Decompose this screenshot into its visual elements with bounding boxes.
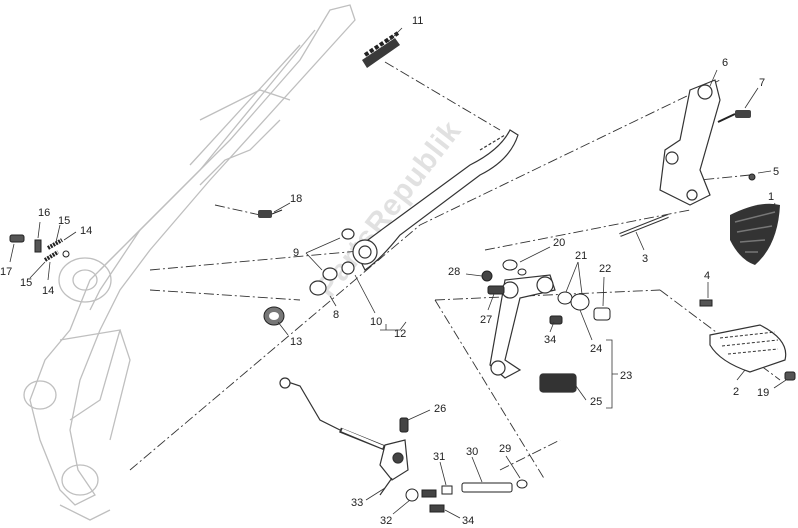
parts-washers: [309, 228, 355, 296]
part-6-footpeg-bracket: [659, 79, 721, 206]
callout-label: 18: [290, 193, 302, 205]
part-13-spacer: [263, 306, 285, 326]
callout-label: 2: [733, 386, 739, 398]
callout-label: 11: [412, 15, 423, 27]
callout-label: 4: [704, 270, 710, 282]
callout-label: 24: [590, 343, 602, 355]
callout-label: 31: [433, 451, 445, 463]
callout-label: 22: [599, 263, 611, 275]
callout-label: 7: [759, 77, 765, 89]
callout-label: 12: [394, 328, 406, 340]
part-2-footpeg: [709, 324, 787, 373]
callout-label: 10: [370, 316, 382, 328]
callout-label: 14: [80, 225, 92, 237]
callout-label: 32: [380, 515, 392, 527]
callout-label: 28: [448, 266, 460, 278]
callout-label: 20: [553, 237, 565, 249]
parts-linkage-hardware: [481, 259, 611, 325]
callout-label: 16: [38, 207, 50, 219]
callout-label: 9: [293, 247, 299, 259]
callout-label: 21: [575, 250, 587, 262]
callout-label: 27: [480, 314, 492, 326]
parts-bottom-hardware: [399, 417, 528, 513]
callout-label: 3: [642, 253, 648, 265]
callout-label: 34: [544, 334, 556, 346]
part-3-pin: [619, 214, 669, 237]
callout-label: 25: [590, 396, 602, 408]
parts-right-small: [699, 173, 796, 381]
part-7-bolt: [717, 110, 751, 123]
callout-label: 15: [58, 215, 70, 227]
callout-label: 17: [0, 266, 12, 278]
part-11-damper-strip: [362, 31, 400, 68]
callout-label: 6: [722, 57, 728, 69]
part-1-rubber: [730, 203, 780, 265]
part-18-bolt: [258, 209, 283, 218]
callout-label: 23: [620, 370, 632, 382]
callout-label: 33: [351, 497, 363, 509]
callout-label: 30: [466, 446, 478, 458]
part-12-lever: [352, 129, 519, 271]
callout-label: 5: [773, 166, 779, 178]
leader-dashes: [129, 61, 781, 481]
callout-label: 13: [290, 336, 302, 348]
parts-left-hardware: [9, 234, 70, 262]
callout-label: 15: [20, 277, 32, 289]
callout-label: 14: [42, 285, 54, 297]
frame-outline: [23, 4, 356, 521]
callout-label: 34: [462, 515, 474, 527]
callout-labels: 1 2 3 4 5 6 7 8 9: [0, 15, 787, 527]
callout-label: 1: [768, 191, 774, 203]
callout-label: 26: [434, 403, 446, 415]
callout-label: 8: [333, 309, 339, 321]
part-23-linkage: [489, 274, 577, 393]
callout-label: 19: [757, 387, 769, 399]
part-33-shift-rod: [279, 377, 409, 496]
callout-label: 29: [499, 443, 511, 455]
